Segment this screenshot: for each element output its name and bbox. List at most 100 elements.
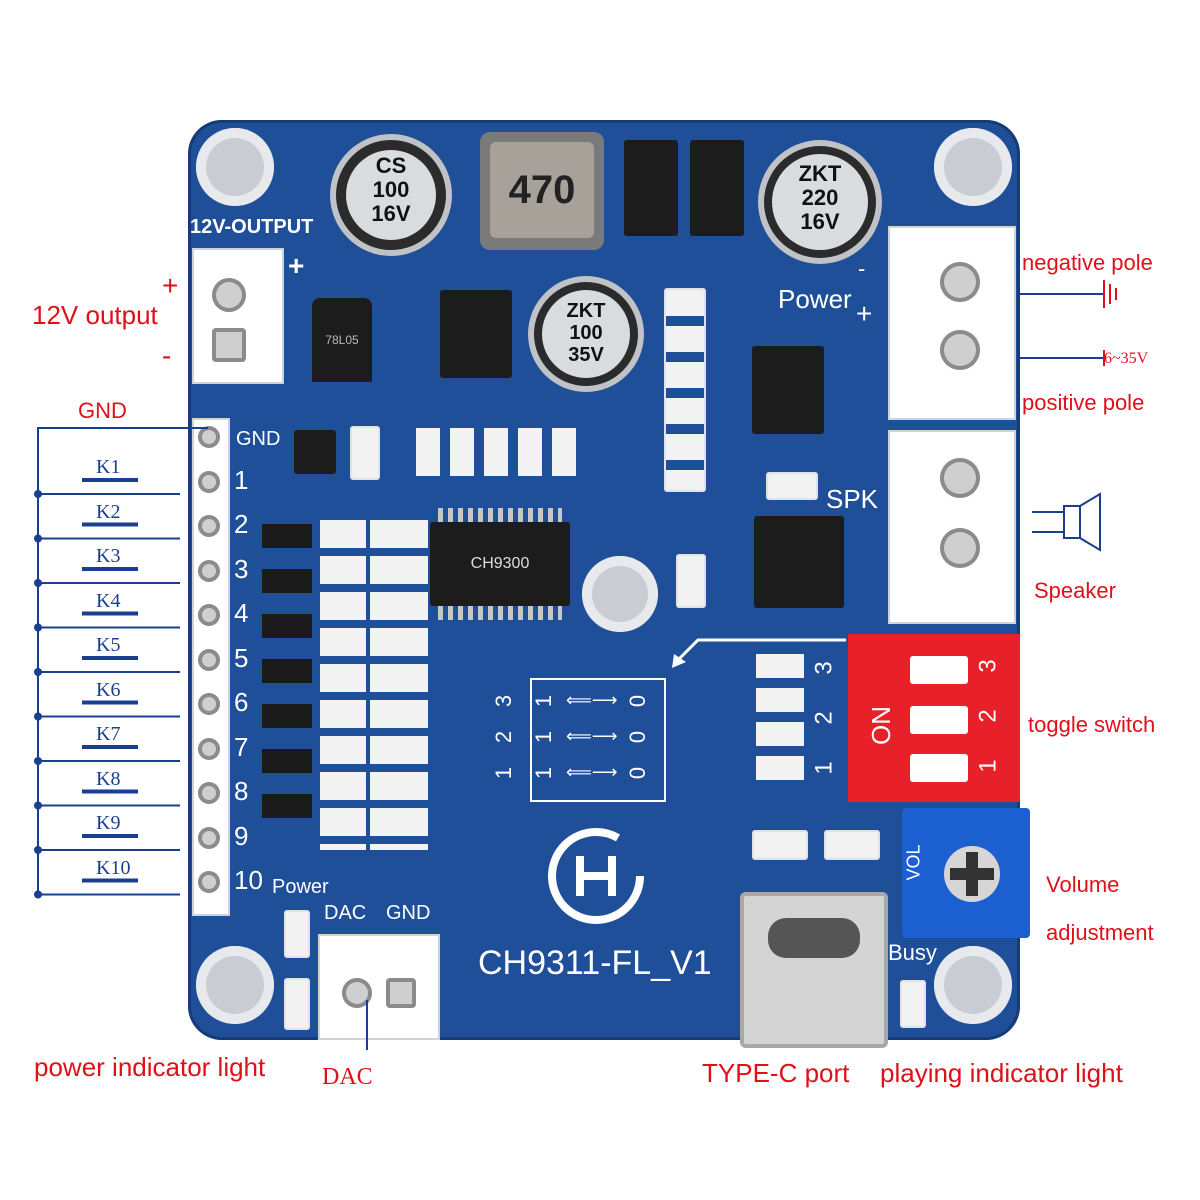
header-pin [198, 515, 220, 537]
key-junction [34, 757, 42, 765]
header-pin [198, 604, 220, 626]
bidirectional-arrow-icon: ⟸⟶ [566, 726, 618, 746]
key-junction [34, 490, 42, 498]
pin-number: 7 [234, 731, 249, 762]
logic-right-value: 0 [625, 730, 651, 744]
dip-switch-lever[interactable] [910, 656, 968, 684]
key-junction [34, 712, 42, 721]
pin-number: 6 [234, 687, 249, 717]
header-pin [198, 648, 220, 671]
smd-component [824, 830, 880, 860]
header-pin [198, 782, 220, 804]
annot-volume: Volume [1046, 872, 1120, 897]
silk-power: Power [778, 284, 852, 314]
mounting-hole [196, 128, 274, 206]
usb-c-port[interactable] [740, 892, 888, 1048]
speaker-icon [1032, 492, 1101, 552]
smd-component [284, 910, 310, 958]
silk-12v-output: 12V-OUTPUT [190, 216, 314, 238]
bidirectional-arrow-icon: ⟸⟶ [566, 762, 618, 782]
silk-power-led: Power [272, 876, 329, 898]
annot-adjustment: adjustment [1046, 920, 1154, 945]
dip-switch-lever[interactable] [910, 754, 968, 782]
power-led [284, 978, 310, 1030]
terminal-pad [212, 278, 246, 312]
smd-component [752, 830, 808, 860]
annot-type-c: TYPE-C port [702, 1058, 850, 1088]
pin-number: 8 [234, 776, 249, 806]
annot-negative-pole: negative pole [1022, 250, 1153, 275]
key-junction [34, 668, 42, 676]
logic-left-value: 1 [531, 766, 557, 780]
key-wiring [34, 427, 208, 899]
silk-on: ON [866, 706, 896, 745]
key-label: K5 [96, 634, 121, 656]
ic-chip [440, 290, 512, 378]
silk-vol: VOL [903, 844, 924, 881]
key-label: K1 [96, 456, 121, 478]
smd-component [676, 554, 706, 608]
switch-logic-table [530, 678, 666, 802]
header-pin [198, 426, 220, 448]
annot-plus: + [162, 270, 179, 301]
key-junction [34, 890, 42, 899]
pin-number: 5 [234, 642, 249, 673]
capacitor-label: ZKT 220 16V [772, 154, 868, 250]
smd-resistors [756, 654, 804, 786]
annot-positive-pole: positive pole [1022, 390, 1145, 415]
usb-c-opening [768, 918, 860, 958]
capacitor-label: CS 100 16V [346, 150, 436, 240]
annot-12v-output: 12V output [32, 300, 158, 330]
smd-capacitors [416, 428, 576, 476]
diode [624, 140, 678, 236]
annot-toggle-switch: toggle switch [1028, 712, 1156, 737]
key-label: K3 [96, 545, 121, 567]
silk-dac: DAC [324, 902, 367, 924]
ic-chip [752, 346, 824, 434]
annot-gnd: GND [78, 398, 127, 423]
terminal-pad [212, 328, 246, 362]
mounting-hole [582, 556, 658, 632]
mounting-hole [934, 946, 1012, 1024]
terminal-pad [386, 978, 416, 1008]
logo-icon [548, 828, 644, 924]
silk-2: 2 [810, 711, 838, 725]
smd-component [350, 426, 380, 480]
annot-dac: DAC [322, 1064, 373, 1090]
bidirectional-arrow-icon: ⟸⟶ [566, 690, 618, 710]
amplifier-chip [754, 516, 844, 608]
silk-1: 1 [810, 761, 838, 775]
silk-minus: - [858, 256, 866, 281]
annot-power-indicator: power indicator light [34, 1052, 266, 1082]
header-pin [198, 826, 220, 849]
dac-terminal [318, 934, 440, 1040]
logic-right-value: 0 [625, 766, 651, 780]
main-chip: CH9300 [430, 522, 570, 606]
arrow-icon [672, 638, 846, 668]
pin-number: 1 [234, 464, 249, 495]
knob-slot [950, 868, 994, 880]
power-terminal [888, 226, 1016, 420]
header-pin [198, 871, 220, 893]
silk-switch-3: 3 [974, 659, 1002, 673]
key-label: K6 [96, 678, 121, 701]
dip-switch-lever[interactable] [910, 706, 968, 734]
voltage-regulator: 78L05 [312, 298, 372, 382]
key-junction [34, 623, 42, 632]
busy-led [900, 980, 926, 1028]
logic-header: 2 [491, 730, 517, 744]
silk-spk: SPK [826, 484, 879, 514]
terminal-pad [940, 528, 980, 568]
pin-number: 10 [234, 865, 263, 895]
key-junction [34, 801, 42, 810]
logic-header: 1 [491, 766, 517, 780]
logic-left-value: 1 [531, 694, 557, 708]
silk-gnd-bottom: GND [386, 902, 431, 924]
terminal-pad [940, 458, 980, 498]
capacitor-label: ZKT 100 35V [542, 290, 630, 378]
annot-speaker: Speaker [1034, 578, 1116, 603]
diode-array [262, 524, 312, 820]
key-label: K4 [96, 589, 121, 612]
annot-minus: - [162, 340, 172, 371]
logic-right-value: 0 [625, 694, 651, 708]
